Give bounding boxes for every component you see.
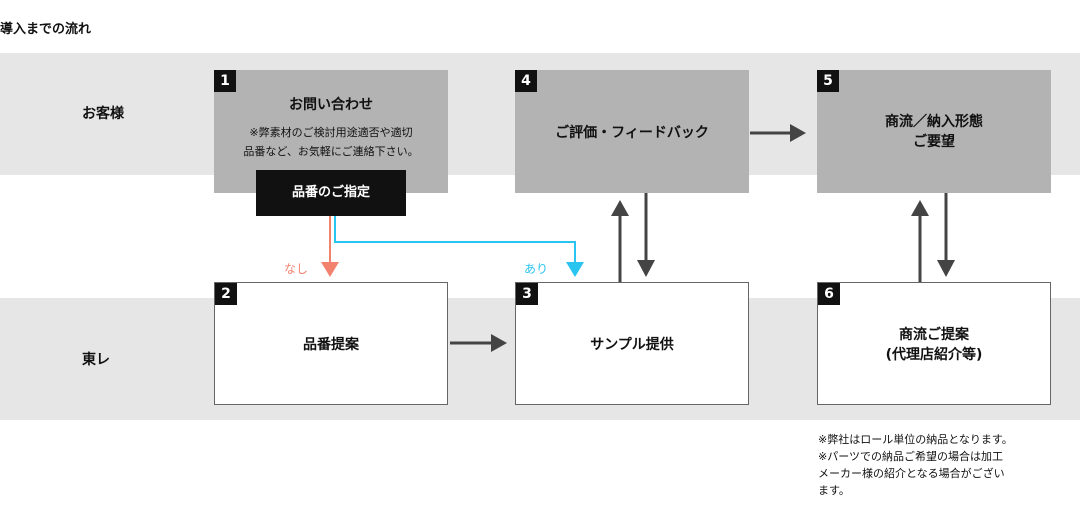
step-title-line2: ご要望 bbox=[913, 134, 955, 150]
arrow-with-designation bbox=[334, 216, 576, 262]
step-3-sample: 3 サンプル提供 bbox=[515, 282, 749, 405]
branch-label-yes: あり bbox=[524, 262, 549, 276]
lane-label-company: 東レ bbox=[82, 352, 110, 368]
footnote-line: ※パーツでの納品ご希望の場合は加工 bbox=[818, 450, 1003, 463]
step-title-line2: (代理店紹介等) bbox=[885, 347, 983, 363]
branch-label-no: なし bbox=[284, 262, 309, 276]
step-title: お問い合わせ bbox=[289, 97, 373, 113]
step-6-channel: 6 商流ご提案 (代理店紹介等) bbox=[817, 282, 1051, 405]
step-title-line1: 商流／納入形態 bbox=[885, 114, 983, 130]
step-title: ご評価・フィードバック bbox=[555, 125, 709, 141]
step-number: 5 bbox=[817, 70, 839, 92]
step-title: 品番提案 bbox=[303, 337, 359, 353]
step-number: 1 bbox=[214, 70, 236, 92]
arrow-4-to-3-head bbox=[637, 260, 655, 277]
arrow-6-to-5-head bbox=[911, 200, 929, 216]
footnote-line: ※弊社はロール単位の納品となります。 bbox=[818, 433, 1013, 446]
step-4-evaluation: 4 ご評価・フィードバック bbox=[515, 70, 749, 193]
step-number: 6 bbox=[818, 283, 840, 305]
step-2-proposal: 2 品番提案 bbox=[214, 282, 448, 405]
step-note: ※弊素材のご検討用途適否や適切 bbox=[249, 126, 413, 139]
arrow-no-designation-head bbox=[321, 262, 339, 277]
arrow-2-to-3-head bbox=[491, 334, 507, 352]
footnote-line: ます。 bbox=[818, 484, 850, 497]
step-title: サンプル提供 bbox=[590, 337, 674, 353]
footnote-line: メーカー様の紹介となる場合がござい bbox=[818, 467, 1005, 480]
arrow-with-designation-head bbox=[566, 262, 584, 277]
page-title: 導入までの流れ bbox=[0, 22, 92, 37]
step-number: 4 bbox=[515, 70, 537, 92]
arrow-3-to-4-head bbox=[611, 200, 629, 216]
step-number: 3 bbox=[516, 283, 538, 305]
arrow-5-to-6-head bbox=[937, 260, 955, 277]
footnote: ※弊社はロール単位の納品となります。 ※パーツでの納品ご希望の場合は加工 メーカ… bbox=[818, 431, 1068, 499]
step-5-request: 5 商流／納入形態 ご要望 bbox=[817, 70, 1051, 193]
step-number: 2 bbox=[215, 283, 237, 305]
arrow-4-to-5-head bbox=[790, 124, 806, 142]
step-note: 品番など、お気軽にご連絡下さい。 bbox=[243, 145, 419, 158]
step-title-line1: 商流ご提案 bbox=[899, 327, 969, 343]
lane-label-customer: お客様 bbox=[82, 106, 124, 122]
designation-box: 品番のご指定 bbox=[256, 170, 406, 216]
